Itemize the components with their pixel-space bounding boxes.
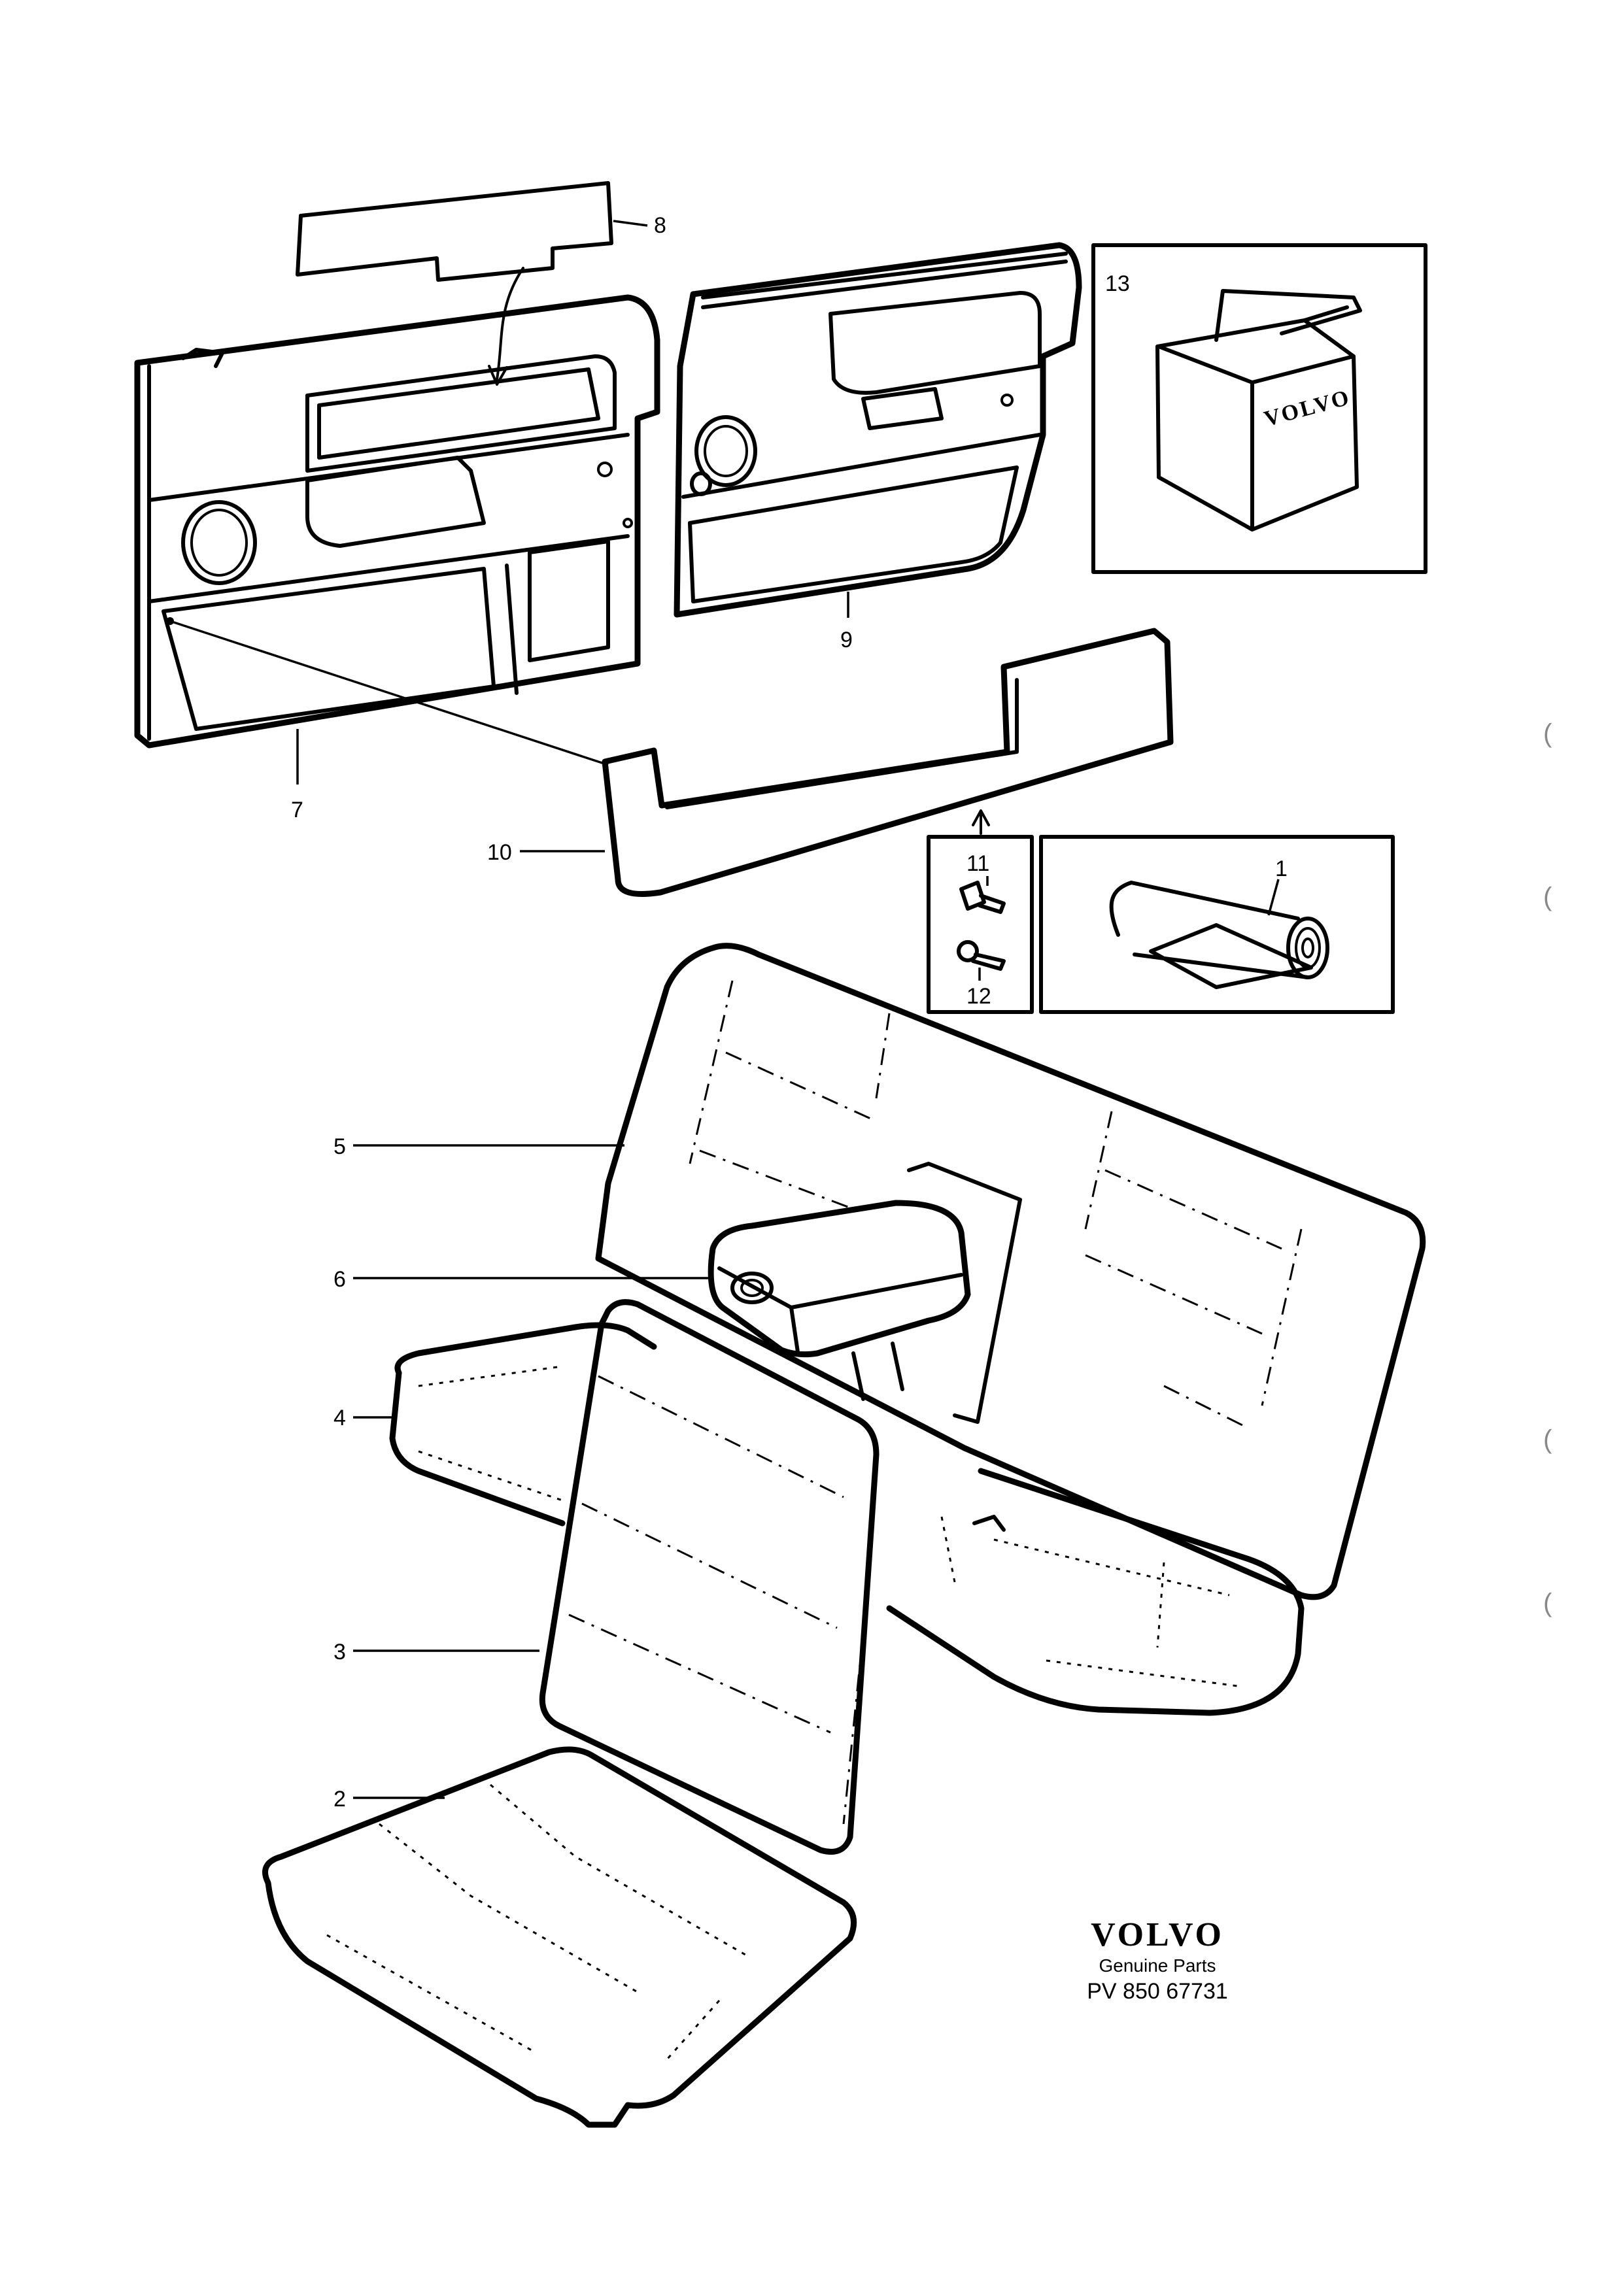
part-10-lower-trim-strip	[602, 628, 1174, 897]
volvo-genuine-parts-logo: VOLVO Genuine Parts PV 850 67731	[1059, 1916, 1256, 2006]
callout-6: 6	[333, 1267, 346, 1292]
margin-mark: (	[1543, 719, 1552, 748]
brand-name: VOLVO	[1091, 1916, 1224, 1953]
callout-1: 1	[1275, 856, 1288, 881]
callout-2: 2	[333, 1787, 346, 1812]
callout-5: 5	[333, 1134, 346, 1159]
callout-12: 12	[966, 984, 991, 1009]
part-1-roll-frame: 1	[1039, 835, 1395, 1014]
callout-11: 11	[966, 851, 989, 876]
part-6-armrest	[708, 1200, 971, 1401]
callout-7: 7	[291, 798, 303, 822]
brand-subtitle: Genuine Parts	[1099, 1955, 1216, 1976]
box-print-volvo: VOLVO	[1261, 385, 1353, 431]
part-13-box-frame: 13 VOLVO	[1091, 243, 1427, 574]
part-8-upper-trim	[296, 181, 613, 282]
part-9-door-panel-right	[674, 242, 1082, 618]
part-12-screw	[957, 940, 1006, 981]
part-5-rear-seat-backrest	[595, 943, 1426, 1600]
margin-mark: (	[1543, 1589, 1552, 1617]
fastener-box: 11 12	[927, 835, 1034, 1014]
callout-9: 9	[840, 628, 853, 652]
margin-mark: (	[1543, 1425, 1552, 1454]
brand-code: PV 850 67731	[1087, 1979, 1228, 2004]
part-2-seat-cushion	[262, 1746, 857, 2128]
callout-10: 10	[487, 840, 512, 865]
part-11-clip	[959, 876, 1006, 914]
part-3-split-backrest	[539, 1299, 880, 1855]
callout-8: 8	[654, 213, 666, 238]
callout-3: 3	[333, 1640, 346, 1664]
callout-13: 13	[1105, 271, 1130, 296]
margin-mark: (	[1543, 883, 1552, 911]
callout-4: 4	[333, 1406, 346, 1430]
part-4-rear-seat-cushion	[389, 1322, 1305, 1716]
part-7-door-panel-left	[134, 294, 660, 749]
